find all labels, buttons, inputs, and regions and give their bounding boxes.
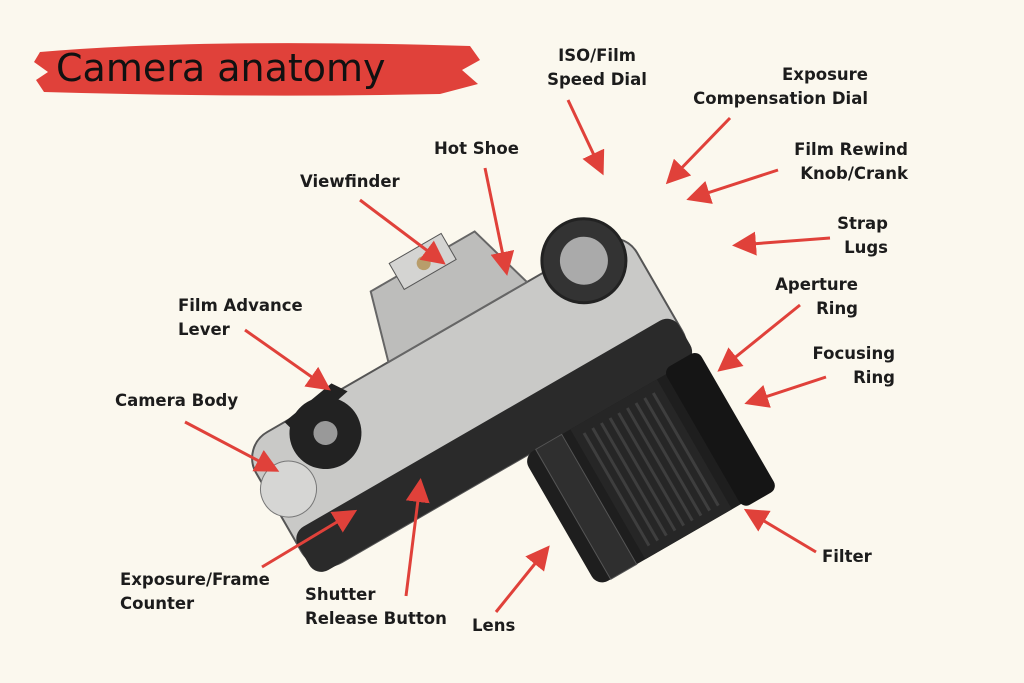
lens-illustration — [527, 352, 775, 583]
label-line: Exposure/Frame — [120, 570, 270, 589]
arrow-aperture — [717, 303, 801, 372]
label-line: Film Rewind — [794, 140, 908, 159]
label-camera-body: Camera Body — [115, 391, 239, 410]
label-line: Counter — [120, 594, 195, 613]
arrow-rewind — [686, 168, 779, 204]
label-line: Knob/Crank — [800, 164, 908, 183]
arrow-filter — [743, 508, 817, 554]
arrow-shutter — [404, 478, 430, 597]
arrow-focusing — [744, 375, 827, 408]
label-line: Exposure — [782, 65, 868, 84]
camera-illustration — [251, 217, 693, 572]
label-line: Lugs — [844, 238, 888, 257]
label-line: Ring — [816, 299, 858, 318]
prism-housing — [369, 230, 529, 364]
label-hot-shoe: Hot Shoe — [434, 139, 519, 158]
arrow-strap — [732, 231, 831, 256]
label-line: Lever — [178, 320, 230, 339]
title-brush-banner — [34, 43, 480, 96]
arrow-counter — [261, 509, 358, 569]
label-line: Shutter — [305, 585, 376, 604]
label-line: Ring — [853, 368, 895, 387]
arrow-hotshoe — [483, 167, 515, 276]
label-line: Speed Dial — [547, 70, 647, 89]
label-line: Release Button — [305, 609, 447, 628]
label-filter: Filter — [822, 547, 872, 566]
label-line: ISO/Film — [558, 46, 636, 65]
arrow-advance — [244, 328, 331, 391]
label-line: Focusing — [812, 344, 896, 363]
advance-lever — [284, 383, 348, 436]
arrow-exposure-comp — [665, 116, 732, 185]
label-line: Aperture — [775, 275, 858, 294]
label-line: Film Advance — [178, 296, 303, 315]
arrow-lens — [494, 545, 550, 613]
arrow-viewfinder — [359, 198, 446, 265]
label-viewfinder: Viewfinder — [300, 172, 400, 191]
label-line: Strap — [837, 214, 888, 233]
label-lens: Lens — [472, 616, 516, 635]
label-line: Compensation Dial — [693, 89, 868, 108]
arrow-body — [184, 420, 280, 472]
arrow-iso — [566, 99, 605, 176]
page-title: Camera anatomy — [56, 46, 386, 90]
